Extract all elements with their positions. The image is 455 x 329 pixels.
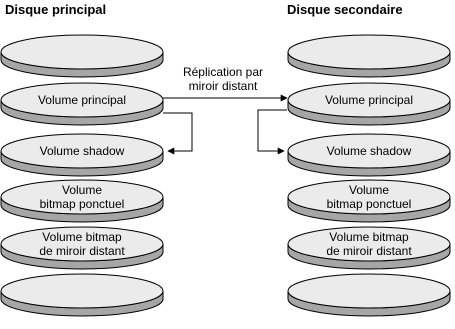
secondary-copy-arrow xyxy=(257,109,287,155)
primary-volume-4-top xyxy=(0,179,164,215)
secondary-volume-5-label-2: de miroir distant xyxy=(326,244,412,258)
secondary-volume-2: Volume principal xyxy=(287,82,451,126)
secondary-disk-title: Disque secondaire xyxy=(287,2,403,17)
secondary-volume-3: Volume shadow xyxy=(287,133,451,177)
secondary-volume-3-top xyxy=(287,133,451,169)
primary-volume-6 xyxy=(0,273,164,317)
primary-disk-title: Disque principal xyxy=(5,2,106,17)
secondary-volume-6 xyxy=(287,273,451,317)
primary-volume-2-label-1: Volume principal xyxy=(38,93,126,107)
primary-volume-5-label-1: Volume bitmap xyxy=(42,230,122,244)
secondary-volume-6-top xyxy=(287,273,451,309)
primary-volume-1 xyxy=(0,34,164,78)
secondary-volume-5-top xyxy=(287,226,451,262)
primary-volume-3: Volume shadow xyxy=(0,133,164,177)
primary-volume-5-label-2: de miroir distant xyxy=(39,244,125,258)
secondary-volume-5-label-1: Volume bitmap xyxy=(329,230,409,244)
secondary-volume-3-label-1: Volume shadow xyxy=(327,144,412,158)
primary-volume-2: Volume principal xyxy=(0,82,164,126)
primary-volume-3-top xyxy=(0,133,164,169)
secondary-volume-2-top xyxy=(287,82,451,118)
secondary-volume-4-label-2: bitmap ponctuel xyxy=(327,197,412,211)
primary-volume-6-top xyxy=(0,273,164,309)
primary-volume-2-top xyxy=(0,82,164,118)
primary-copy-arrow xyxy=(163,112,193,155)
secondary-volume-4-top xyxy=(287,179,451,215)
primary-volume-4-label-2: bitmap ponctuel xyxy=(40,197,125,211)
secondary-volume-4-label-1: Volume xyxy=(349,183,389,197)
secondary-volume-1-top xyxy=(287,34,451,70)
secondary-volume-1 xyxy=(287,34,451,78)
primary-volume-3-label-1: Volume shadow xyxy=(40,144,125,158)
replication-label-line-1: Réplication par xyxy=(183,65,263,79)
replication-label-line-2: miroir distant xyxy=(189,79,258,93)
secondary-volume-2-label-1: Volume principal xyxy=(325,93,413,107)
primary-volume-5-top xyxy=(0,226,164,262)
primary-volume-1-top xyxy=(0,34,164,70)
primary-volume-4-label-1: Volume xyxy=(62,183,102,197)
